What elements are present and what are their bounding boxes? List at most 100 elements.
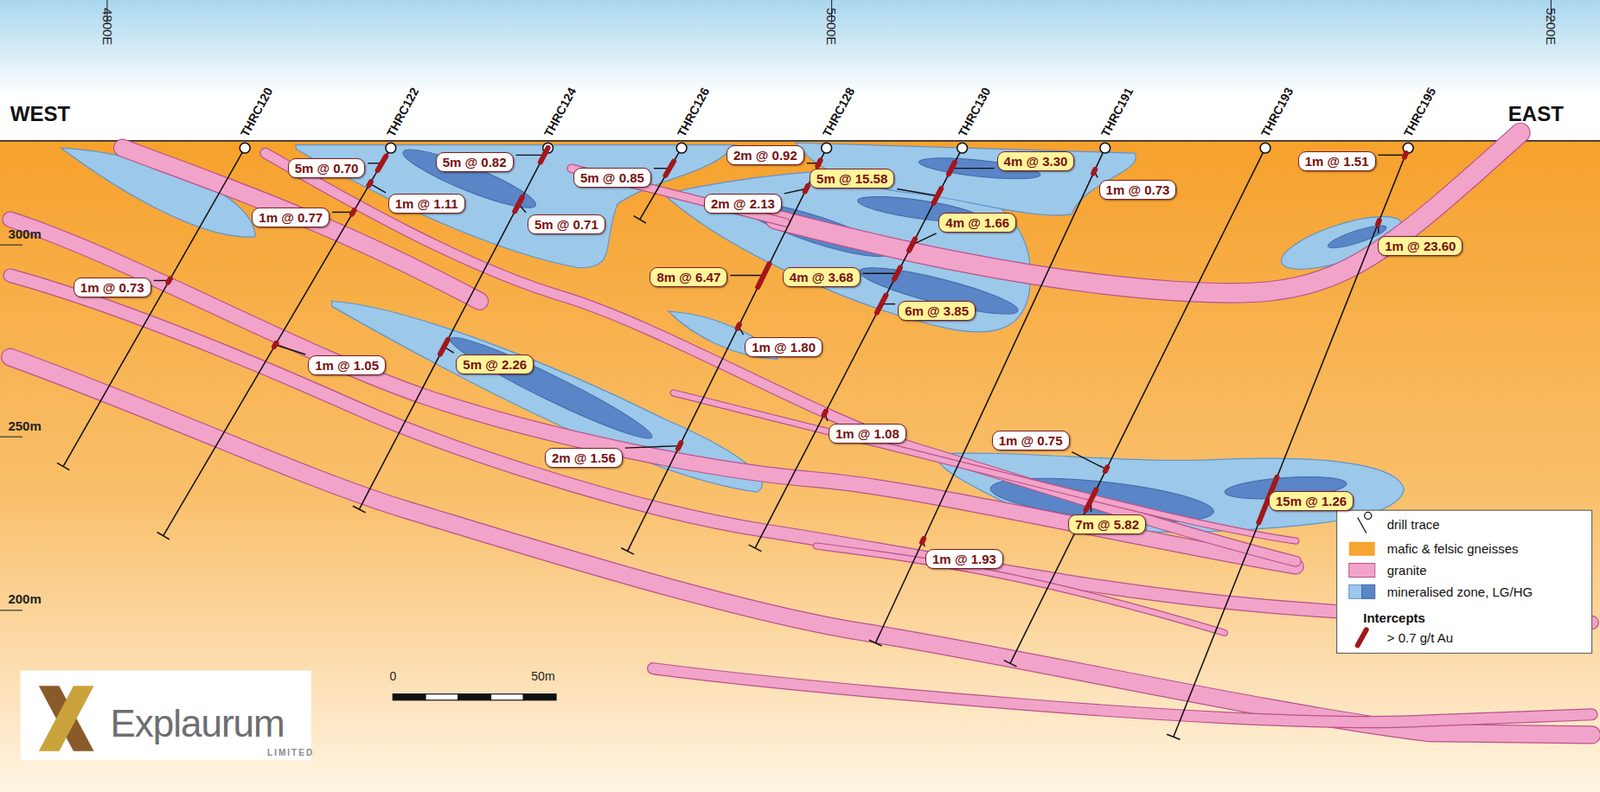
intercept-mark — [921, 538, 924, 544]
intercept-callout: 7m @ 5.82 — [1068, 514, 1146, 535]
collar — [385, 142, 397, 154]
intercept-mark — [894, 267, 901, 279]
granite-band — [673, 392, 1297, 541]
legend-text: mineralised zone, LG/HG — [1387, 584, 1533, 600]
drill-trace — [63, 147, 245, 467]
intercept-text: 4m @ 3.30 — [1004, 153, 1069, 169]
collar — [239, 142, 250, 154]
intercept-callout: 1m @ 1.93 — [925, 549, 1004, 570]
hole-end — [157, 532, 170, 540]
leader-line — [370, 183, 386, 193]
leader-line — [896, 188, 938, 196]
scale-bar — [491, 694, 525, 701]
intercept-mark — [934, 188, 942, 204]
hole-end — [1166, 734, 1180, 740]
intercept-callout: 15m @ 1.26 — [1268, 491, 1354, 512]
intercept-text: 1m @ 1.80 — [751, 339, 816, 355]
intercept-callout: 5m @ 0.70 — [288, 158, 366, 179]
label: Explaurum — [109, 702, 284, 746]
intercept-text: 7m @ 5.82 — [1075, 517, 1140, 532]
granite-band — [673, 392, 1297, 541]
intercept-text: 1m @ 0.75 — [998, 433, 1063, 448]
intercept-text: 1m @ 1.11 — [395, 196, 459, 212]
intercept-mark — [824, 411, 826, 416]
intercept-mark — [817, 160, 820, 167]
hole-end — [620, 548, 634, 555]
intercept-text: 1m @ 0.73 — [80, 280, 145, 295]
scale-bar — [523, 694, 557, 701]
intercept-callout: 1m @ 1.80 — [744, 337, 823, 358]
intercept-mark — [1105, 467, 1108, 471]
legend-symbol — [1357, 629, 1367, 646]
intercept-callout: 5m @ 0.82 — [435, 152, 514, 173]
hole-end — [352, 505, 366, 513]
intercept-callout: 1m @ 0.77 — [251, 207, 330, 228]
intercept-mark — [1086, 489, 1097, 511]
legend-symbol — [1357, 517, 1367, 533]
intercept-mark — [368, 181, 372, 186]
label: 300m — [7, 226, 41, 242]
label: 4800E — [100, 7, 116, 45]
intercept-text: 5m @ 15.58 — [816, 171, 888, 186]
granite-band — [775, 132, 1521, 294]
intercept-callout: 2m @ 1.56 — [544, 448, 623, 468]
intercept-mark — [540, 147, 549, 163]
leader-line — [516, 154, 545, 156]
intercept-text: 5m @ 0.70 — [294, 160, 359, 176]
intercept-mark — [377, 156, 387, 171]
logo-panel — [20, 671, 312, 762]
intercept-mark — [167, 278, 170, 282]
hole-end — [633, 216, 647, 224]
legend-symbol — [1364, 512, 1372, 519]
intercept-text: 2m @ 2.13 — [710, 196, 775, 212]
intercept-callout: 2m @ 2.13 — [704, 193, 782, 214]
intercept-mark — [948, 162, 955, 174]
intercept-text: 1m @ 1.05 — [314, 358, 379, 373]
intercept-mark — [440, 339, 448, 355]
granite-band — [652, 668, 1592, 723]
granite-band — [122, 147, 480, 301]
intercept-callout: 4m @ 3.30 — [997, 151, 1076, 172]
intercept-callout: 4m @ 3.68 — [782, 267, 861, 288]
collar — [676, 142, 687, 154]
leader-line — [1071, 452, 1107, 470]
intercept-mark — [757, 263, 769, 288]
label: 5000E — [824, 7, 839, 45]
intercept-text: 5m @ 0.85 — [580, 170, 645, 186]
intercept-callout: 1m @ 1.51 — [1298, 151, 1376, 172]
intercept-mark — [805, 185, 808, 192]
intercept-callout: 1m @ 1.05 — [307, 355, 386, 376]
intercept-text: 1m @ 23.60 — [1384, 238, 1456, 254]
leader-line — [1378, 154, 1406, 156]
granite-band — [816, 546, 1225, 634]
logo-mark — [38, 685, 95, 752]
intercept-text: 1m @ 1.51 — [1305, 153, 1370, 169]
legend-symbol — [1349, 584, 1363, 599]
intercept-mark — [876, 295, 886, 314]
intercept-callout: 5m @ 0.85 — [573, 167, 652, 188]
scale-bar — [392, 694, 426, 701]
granite-band — [816, 546, 1225, 634]
label: Intercepts — [1363, 610, 1426, 626]
intercept-callout: 5m @ 0.71 — [527, 214, 606, 235]
drill-trace — [875, 147, 1105, 644]
intercept-text: 5m @ 0.82 — [442, 154, 507, 170]
intercept-callout: 5m @ 2.26 — [455, 354, 534, 375]
intercept-mark — [274, 343, 277, 347]
intercept-text: 5m @ 0.71 — [534, 217, 599, 232]
intercept-callout: 1m @ 23.60 — [1377, 236, 1463, 256]
intercept-mark — [678, 442, 681, 449]
legend-swatch — [1349, 542, 1376, 557]
drill-trace — [627, 147, 827, 551]
intercept-text: 1m @ 0.73 — [1106, 182, 1171, 198]
intercept-callout: 6m @ 3.85 — [897, 300, 976, 321]
intercept-text: 1m @ 0.77 — [258, 210, 323, 225]
collar — [1260, 142, 1271, 154]
hole-end — [748, 544, 762, 552]
intercept-callout: 1m @ 0.73 — [73, 277, 152, 298]
intercept-callout: 1m @ 1.11 — [388, 193, 466, 214]
intercept-text: 8m @ 6.47 — [656, 269, 721, 285]
